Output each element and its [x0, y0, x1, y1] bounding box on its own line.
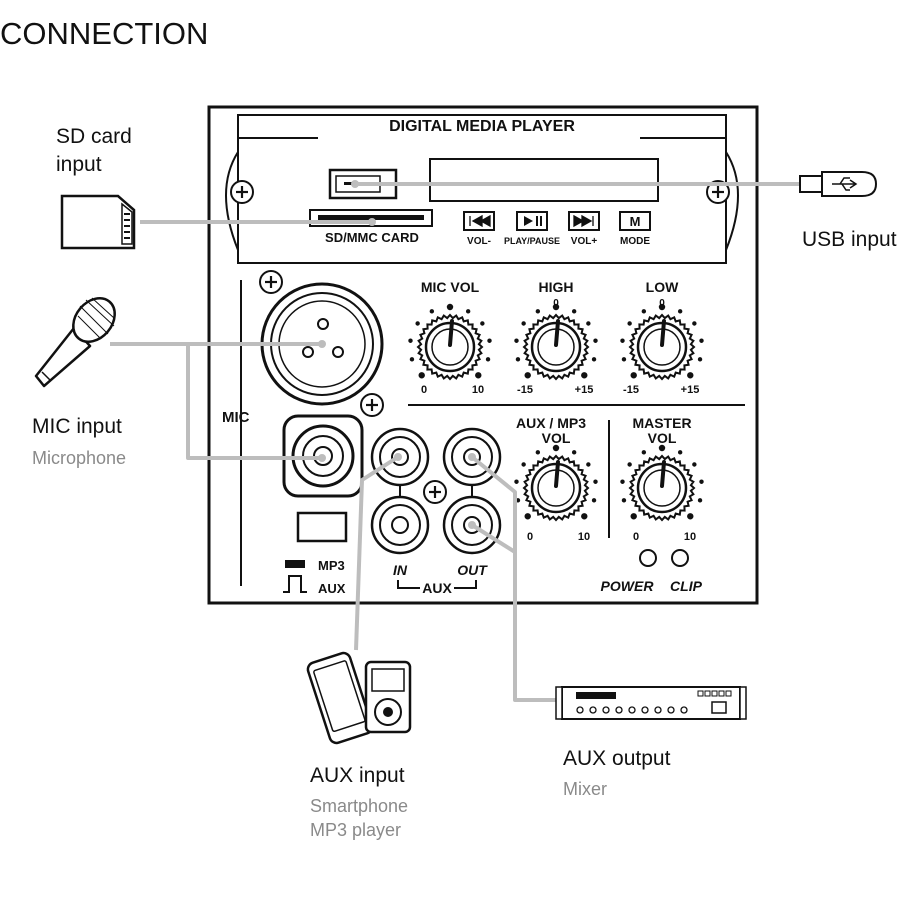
low-title: LOW	[646, 279, 679, 295]
mic-input-label: MIC input	[32, 415, 122, 438]
sd-card-icon	[60, 194, 136, 250]
mic-label: MIC	[222, 409, 250, 426]
cables	[110, 180, 808, 702]
low-center: 0	[659, 298, 665, 309]
mp3-player-icon	[364, 660, 412, 734]
high-min: -15	[517, 384, 533, 396]
smartphone-icon	[306, 651, 374, 745]
mic-vol-knob[interactable]	[408, 303, 492, 381]
switch-pressed-icon	[285, 560, 305, 568]
aux-in-jack-right[interactable]	[370, 495, 430, 555]
mic-vol-title: MIC VOL	[421, 279, 480, 295]
power-label: POWER	[601, 578, 655, 594]
aux-input-sub1: Smartphone	[310, 796, 408, 816]
button-label: VOL+	[571, 236, 598, 247]
mic-vol-min: 0	[421, 384, 427, 396]
aux-out-mixer-cable	[470, 523, 560, 702]
button-label: PLAY/PAUSE	[504, 236, 560, 246]
button-label: VOL-	[467, 236, 491, 247]
high-center: 0	[553, 298, 559, 309]
master-max: 10	[684, 531, 696, 543]
switch-aux-label: AUX	[318, 581, 346, 596]
player-header: DIGITAL MEDIA PLAYER	[389, 118, 575, 135]
sd-card-label-2: input	[56, 153, 102, 176]
screw-icon	[229, 179, 255, 205]
page-title: CONNECTION	[0, 16, 208, 51]
aux-mp3-min: 0	[527, 531, 533, 543]
low-knob[interactable]	[620, 303, 704, 381]
mic-vol-max: 10	[472, 384, 484, 396]
mic-input-sub: Microphone	[32, 448, 126, 468]
aux-output-sub: Mixer	[563, 779, 607, 799]
microphone-icon	[34, 297, 116, 388]
vol-down-button[interactable]	[463, 211, 495, 231]
play-pause-icon	[524, 216, 533, 226]
device-panel: DIGITAL MEDIA PLAYER SD/MMC CARD	[207, 105, 759, 605]
play-pause-button[interactable]	[516, 211, 548, 231]
vol-up-button[interactable]	[568, 211, 600, 231]
low-min: -15	[623, 384, 639, 396]
aux-input-label: AUX input	[310, 764, 405, 787]
aux-output-label: AUX output	[563, 747, 671, 770]
aux-mp3-vol-knob[interactable]	[514, 444, 598, 522]
screw-icon	[359, 392, 385, 418]
mp3-aux-switch[interactable]	[296, 511, 348, 543]
mic-combo-cable	[186, 344, 322, 460]
screw-icon	[422, 479, 448, 505]
clip-led	[671, 549, 689, 567]
aux-mp3-max: 10	[578, 531, 590, 543]
high-title: HIGH	[539, 279, 574, 295]
aux-group-label: AUX	[422, 580, 452, 596]
master-min: 0	[633, 531, 639, 543]
mixer-icon	[555, 686, 747, 720]
clip-label: CLIP	[670, 578, 703, 594]
aux-mp3-title: AUX / MP3	[516, 415, 586, 431]
master-title: MASTER	[632, 415, 691, 431]
aux-mp3-title2: VOL	[542, 430, 571, 446]
sd-card-label: SD card	[56, 125, 132, 148]
next-icon	[573, 214, 594, 228]
mode-icon: M	[630, 214, 641, 229]
high-max: +15	[575, 384, 594, 396]
aux-out-label: OUT	[457, 562, 488, 578]
aux-input-sub2: MP3 player	[310, 820, 401, 840]
master-vol-knob[interactable]	[620, 444, 704, 522]
display-window	[429, 158, 659, 202]
aux-out-cable	[470, 455, 517, 552]
prev-icon	[469, 214, 491, 228]
low-max: +15	[681, 384, 700, 396]
sd-slot-label: SD/MMC CARD	[325, 230, 419, 245]
usb-input-label: USB input	[802, 228, 897, 251]
screw-icon	[258, 269, 284, 295]
button-label: MODE	[620, 236, 650, 247]
aux-in-label: IN	[393, 562, 408, 578]
aux-in-cable	[354, 455, 400, 651]
switch-released-icon	[283, 575, 307, 593]
high-knob[interactable]	[514, 303, 598, 381]
power-led	[639, 549, 657, 567]
master-title2: VOL	[648, 430, 677, 446]
switch-mp3-label: MP3	[318, 558, 345, 573]
usb-stick-icon	[799, 171, 878, 197]
mode-button[interactable]: M	[619, 211, 651, 231]
media-player-module: DIGITAL MEDIA PLAYER SD/MMC CARD	[225, 114, 739, 264]
